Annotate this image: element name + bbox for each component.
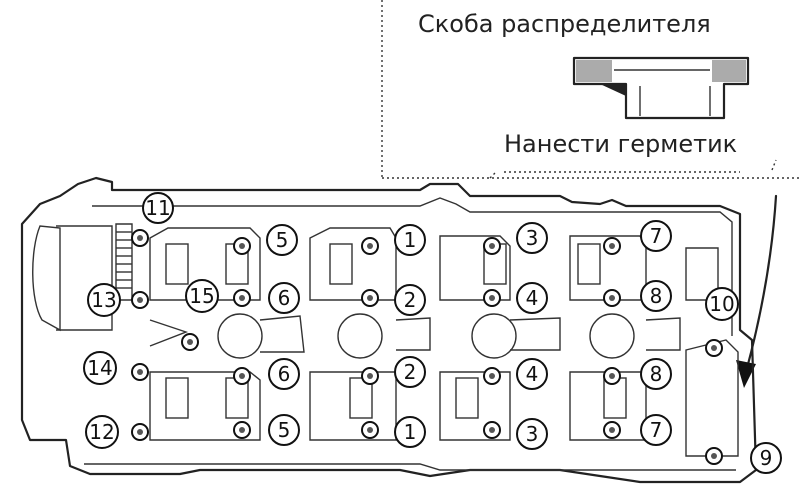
svg-text:15: 15 — [189, 284, 214, 308]
svg-text:2: 2 — [404, 288, 417, 312]
bolt-label: 9 — [750, 442, 782, 474]
bolt-head — [603, 367, 621, 385]
bolt-head — [603, 289, 621, 307]
svg-text:13: 13 — [91, 288, 116, 312]
bolt-label: 11 — [142, 192, 174, 224]
svg-text:1: 1 — [404, 228, 417, 252]
bolt-label: 8 — [640, 280, 672, 312]
bolt-label: 3 — [516, 222, 548, 254]
bolt-head — [233, 367, 251, 385]
bolt-number-labels: 11 5 1 3 7 13 15 6 2 4 8 10 14 6 2 4 8 1… — [83, 192, 782, 474]
bracket-label: Скоба распределителя — [418, 10, 711, 38]
distributor-bracket-section — [572, 56, 750, 120]
bolt-head — [483, 289, 501, 307]
svg-text:9: 9 — [760, 446, 773, 470]
bolt-head — [705, 339, 723, 357]
bolt-label: 2 — [394, 356, 426, 388]
bolt-label: 8 — [640, 358, 672, 390]
svg-text:5: 5 — [278, 418, 291, 442]
bolt-head — [483, 367, 501, 385]
svg-text:7: 7 — [650, 224, 663, 248]
bolt-label: 12 — [85, 415, 119, 449]
bolt-head — [361, 289, 379, 307]
svg-text:8: 8 — [650, 362, 663, 386]
bolt-head — [361, 237, 379, 255]
cylinder-head-outline — [20, 176, 758, 484]
bolt-head — [483, 237, 501, 255]
bolt-label: 15 — [185, 279, 219, 313]
bolt-label: 3 — [516, 418, 548, 450]
bolt-label: 7 — [640, 414, 672, 446]
bolt-head — [233, 421, 251, 439]
bolt-label: 10 — [705, 287, 739, 321]
camshaft-bores — [217, 313, 635, 359]
svg-text:12: 12 — [89, 420, 114, 444]
sealant-label: Нанести герметик — [504, 130, 737, 158]
svg-text:4: 4 — [526, 286, 539, 310]
bolt-head — [361, 367, 379, 385]
svg-text:6: 6 — [278, 362, 291, 386]
bolt-label: 6 — [268, 282, 300, 314]
bolt-label: 2 — [394, 284, 426, 316]
svg-text:5: 5 — [276, 228, 289, 252]
bolt-head — [705, 447, 723, 465]
svg-text:11: 11 — [145, 196, 170, 220]
bolt-label: 6 — [268, 358, 300, 390]
svg-text:2: 2 — [404, 360, 417, 384]
bolt-label: 5 — [266, 224, 298, 256]
bolt-head — [361, 421, 379, 439]
bolt-head — [233, 237, 251, 255]
svg-text:1: 1 — [404, 420, 417, 444]
bolt-head — [131, 363, 149, 381]
svg-text:6: 6 — [278, 286, 291, 310]
bolt-label: 5 — [268, 414, 300, 446]
bolt-head — [131, 291, 149, 309]
bolt-head — [131, 229, 149, 247]
bolt-head — [483, 421, 501, 439]
bolt-label: 1 — [394, 416, 426, 448]
bolt-label: 7 — [640, 220, 672, 252]
bracket-callout: Скоба распределителя Нанести герметик — [381, 0, 800, 179]
bolt-head — [131, 423, 149, 441]
bolt-label: 13 — [87, 283, 121, 317]
bolt-label: 4 — [516, 282, 548, 314]
svg-text:8: 8 — [650, 284, 663, 308]
bolt-label: 4 — [516, 358, 548, 390]
svg-text:3: 3 — [526, 226, 539, 250]
bolt-head — [233, 289, 251, 307]
bolt-head — [603, 237, 621, 255]
svg-text:14: 14 — [87, 356, 112, 380]
bolt-label: 14 — [83, 351, 117, 385]
bolt-head — [603, 421, 621, 439]
bolt-head — [181, 333, 199, 351]
svg-text:4: 4 — [526, 362, 539, 386]
svg-text:10: 10 — [709, 292, 734, 316]
svg-text:3: 3 — [526, 422, 539, 446]
distributor-gear — [116, 231, 132, 289]
leader-arrow — [736, 194, 778, 388]
bolt-label: 1 — [394, 224, 426, 256]
bolt-heads — [131, 229, 723, 465]
svg-text:7: 7 — [650, 418, 663, 442]
